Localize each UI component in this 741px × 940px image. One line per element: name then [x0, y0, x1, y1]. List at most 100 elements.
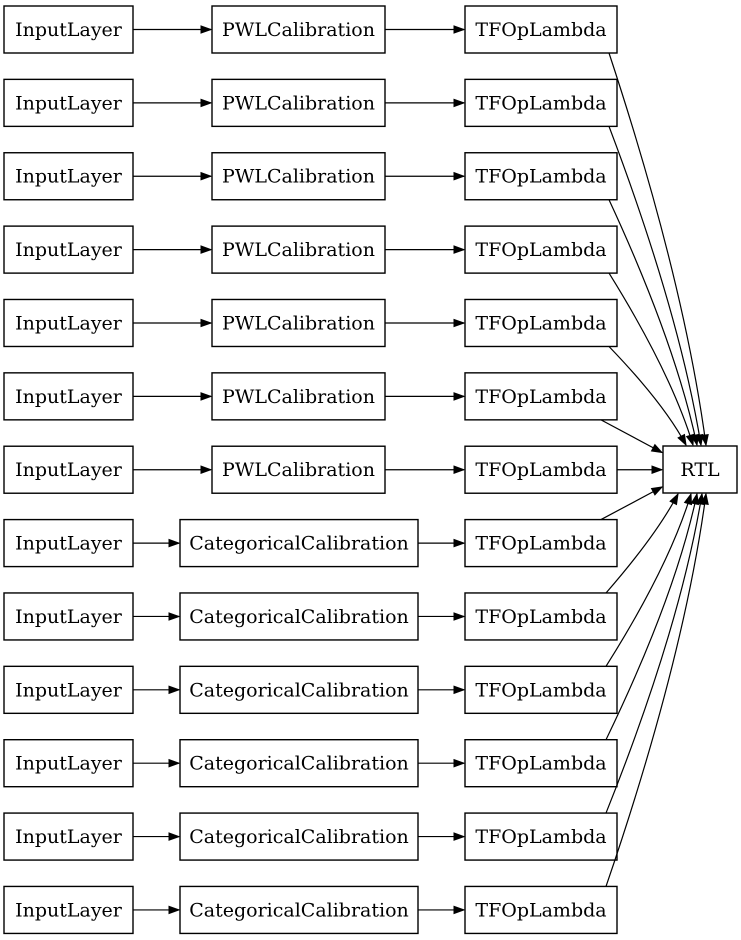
- node-tfoplambda-10-label: TFOpLambda: [475, 679, 606, 701]
- arrowhead: [685, 433, 695, 447]
- node-input-layer-7-label: InputLayer: [15, 459, 123, 481]
- node-input-layer-4-box: [3, 225, 134, 274]
- node-input-layer-3-label: InputLayer: [15, 166, 123, 188]
- node-calibration-5-label: PWLCalibration: [222, 312, 375, 334]
- edge-op-to-rtl-10: [605, 493, 692, 667]
- arrowhead: [453, 98, 466, 108]
- node-input-layer-2-label: InputLayer: [15, 92, 123, 114]
- node-calibration-3-label: PWLCalibration: [222, 166, 375, 188]
- node-tfoplambda-13-label: TFOpLambda: [475, 899, 606, 921]
- node-tfoplambda-6-box: [464, 372, 618, 421]
- node-tfoplambda-11-box: [464, 739, 618, 788]
- edge-op-to-rtl-6: [600, 419, 663, 454]
- edge-op-to-rtl-13: [605, 493, 707, 887]
- node-tfoplambda-10-box: [464, 665, 618, 715]
- arrowhead: [453, 758, 466, 768]
- node-input-layer-6-label: InputLayer: [15, 386, 123, 408]
- arrowhead: [453, 465, 466, 475]
- arrowhead: [200, 392, 213, 401]
- node-input-layer-2-box: [3, 78, 134, 128]
- node-calibration-8-label: CategoricalCalibration: [189, 533, 409, 555]
- node-input-layer-3-box: [3, 152, 134, 201]
- arrowhead: [453, 685, 466, 695]
- arrowhead: [453, 832, 466, 841]
- node-calibration-1-label: PWLCalibration: [222, 19, 375, 41]
- node-tfoplambda-1-label: TFOpLambda: [475, 19, 606, 41]
- node-input-layer-1-box: [3, 5, 134, 54]
- arrowhead: [677, 433, 687, 447]
- node-tfoplambda-9-box: [464, 592, 618, 641]
- edge-op-to-rtl-2: [608, 126, 702, 446]
- node-tfoplambda-2-label: TFOpLambda: [475, 92, 606, 114]
- node-input-layer-4-label: InputLayer: [15, 239, 123, 261]
- node-input-layer-11-box: [3, 739, 134, 788]
- node-tfoplambda-13-box: [464, 885, 618, 935]
- arrowhead: [650, 486, 664, 496]
- arrowhead: [168, 832, 181, 841]
- node-rtl-box: [662, 445, 738, 494]
- node-input-layer-6-box: [3, 372, 134, 421]
- node-tfoplambda-9-label: TFOpLambda: [475, 606, 606, 628]
- node-rtl-label: RTL: [680, 459, 720, 481]
- node-tfoplambda-4-label: TFOpLambda: [475, 239, 606, 261]
- node-calibration-8-box: [179, 518, 419, 568]
- node-input-layer-11-label: InputLayer: [15, 753, 123, 775]
- node-tfoplambda-7-box: [464, 445, 618, 494]
- edge-op-to-rtl-1: [608, 52, 707, 446]
- arrowhead: [651, 465, 664, 475]
- node-tfoplambda-3-label: TFOpLambda: [475, 166, 606, 188]
- node-input-layer-9-label: InputLayer: [15, 606, 123, 628]
- arrowhead: [168, 905, 181, 915]
- edge-op-to-rtl-11: [605, 493, 698, 740]
- edge-op-to-rtl-9: [605, 493, 679, 594]
- node-tfoplambda-11-label: TFOpLambda: [475, 753, 606, 775]
- node-input-layer-5-label: InputLayer: [15, 312, 123, 334]
- node-input-layer-12-box: [3, 812, 134, 861]
- node-calibration-10-label: CategoricalCalibration: [189, 679, 409, 701]
- node-input-layer-1-label: InputLayer: [15, 19, 123, 41]
- arrowhead: [168, 685, 181, 695]
- node-input-layer-12-label: InputLayer: [15, 826, 123, 848]
- edge-op-to-rtl-4: [608, 272, 694, 446]
- node-calibration-7-label: PWLCalibration: [222, 459, 375, 481]
- arrowhead: [453, 538, 466, 548]
- arrowhead: [453, 392, 466, 401]
- arrowhead: [683, 492, 693, 506]
- arrowhead: [669, 492, 679, 506]
- arrowhead: [200, 318, 213, 328]
- arrowhead: [690, 492, 699, 506]
- arrowhead: [453, 905, 466, 915]
- node-calibration-3-box: [211, 152, 386, 201]
- arrowhead: [200, 25, 213, 34]
- node-calibration-1-box: [211, 5, 386, 54]
- node-input-layer-13-label: InputLayer: [15, 899, 123, 921]
- arrowhead: [453, 612, 466, 621]
- node-tfoplambda-1-box: [464, 5, 618, 54]
- arrowhead: [453, 318, 466, 328]
- node-tfoplambda-7-label: TFOpLambda: [475, 459, 606, 481]
- arrowhead: [700, 492, 709, 505]
- arrowhead: [453, 171, 466, 181]
- arrowhead: [168, 612, 181, 621]
- node-calibration-4-box: [211, 225, 386, 274]
- node-calibration-11-label: CategoricalCalibration: [189, 753, 409, 775]
- arrowhead: [200, 171, 213, 181]
- node-calibration-9-label: CategoricalCalibration: [189, 606, 409, 628]
- node-tfoplambda-5-label: TFOpLambda: [475, 312, 606, 334]
- node-input-layer-8-box: [3, 518, 134, 568]
- node-tfoplambda-6-label: TFOpLambda: [475, 386, 606, 408]
- node-calibration-13-box: [179, 885, 419, 935]
- node-tfoplambda-2-box: [464, 78, 618, 128]
- edge-op-to-rtl-8: [600, 486, 663, 521]
- arrowhead: [650, 443, 664, 454]
- node-tfoplambda-8-label: TFOpLambda: [475, 533, 606, 555]
- node-calibration-4-label: PWLCalibration: [222, 239, 375, 261]
- node-calibration-13-label: CategoricalCalibration: [189, 899, 409, 921]
- arrowhead: [453, 25, 466, 34]
- edge-op-to-rtl-3: [608, 199, 698, 446]
- node-calibration-6-box: [211, 372, 386, 421]
- node-calibration-2-label: PWLCalibration: [222, 92, 375, 114]
- node-tfoplambda-8-box: [464, 518, 618, 568]
